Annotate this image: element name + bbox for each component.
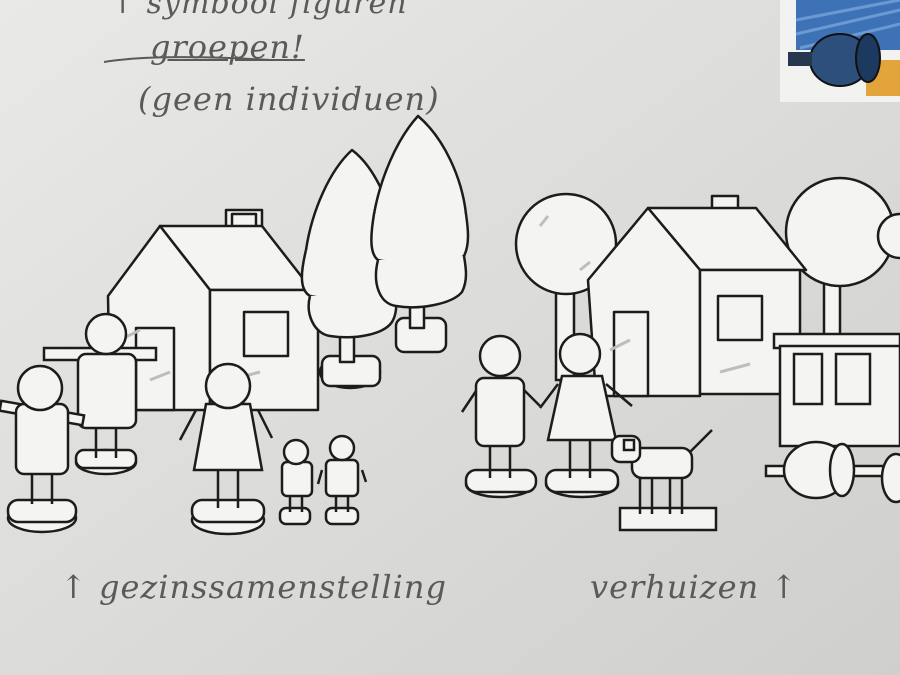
figure-child-small-1 bbox=[278, 438, 314, 526]
corner-color-drawing bbox=[780, 0, 900, 102]
moving-trailer bbox=[764, 332, 900, 504]
figure-mother-left bbox=[178, 362, 274, 536]
handwritten-note-line3: (geen individuen) bbox=[138, 80, 440, 118]
dog-figure bbox=[610, 429, 718, 532]
tree-small bbox=[300, 148, 402, 390]
caption-family-composition: ↑ gezinssamenstelling bbox=[60, 568, 447, 606]
figure-father-right bbox=[460, 334, 541, 499]
house-left bbox=[106, 208, 320, 412]
figure-boy-left bbox=[0, 364, 86, 534]
house-right bbox=[586, 194, 808, 398]
caption-moving: verhuizen ↑ bbox=[590, 568, 799, 606]
figure-mother-right bbox=[539, 332, 633, 499]
pencil-marks bbox=[103, 56, 271, 63]
figure-father-left bbox=[42, 312, 158, 476]
figure-child-small-2 bbox=[316, 434, 368, 526]
tree-round-right bbox=[784, 176, 900, 342]
tree-tall bbox=[370, 114, 470, 354]
handwritten-note-line1: ↑ symbool figuren bbox=[110, 0, 408, 21]
handwritten-note-line2: groepen! bbox=[150, 28, 305, 66]
